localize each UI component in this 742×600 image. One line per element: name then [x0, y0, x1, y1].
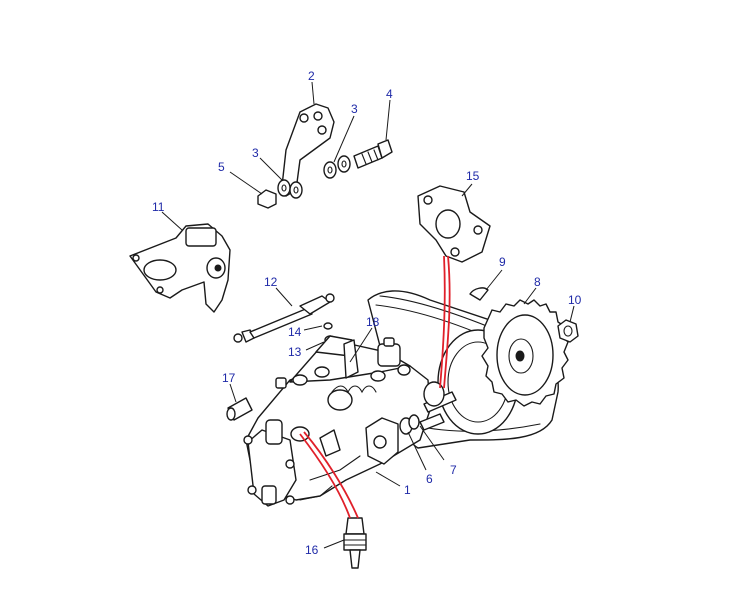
fuel-pump-sprocket — [481, 299, 569, 407]
callout-1: 1 — [404, 483, 411, 497]
callout-17: 17 — [222, 371, 236, 385]
callout-5: 5 — [218, 160, 225, 174]
callout-18: 18 — [366, 315, 380, 329]
sprocket-nut — [557, 319, 579, 343]
callout-2: 2 — [308, 69, 315, 83]
callout-15: 15 — [466, 169, 480, 183]
callout-7: 7 — [450, 463, 457, 477]
callout-labels: 1 2 3 3 4 5 6 7 8 9 10 11 12 13 14 15 16… — [152, 69, 582, 557]
callout-16: 16 — [305, 543, 319, 557]
callout-12: 12 — [264, 275, 278, 289]
callout-6: 6 — [426, 472, 433, 486]
callout-13: 13 — [288, 345, 302, 359]
bracket-bolt — [353, 139, 393, 169]
leader-lines — [161, 81, 575, 549]
mounting-bracket — [281, 103, 335, 197]
callout-10: 10 — [568, 293, 582, 307]
highlight-lines — [299, 255, 451, 519]
pump-gasket — [417, 185, 491, 263]
control-rod — [233, 293, 335, 343]
woodruff-key — [469, 287, 489, 301]
callout-3: 3 — [351, 102, 358, 116]
callout-14: 14 — [288, 325, 302, 339]
callout-3: 3 — [252, 146, 259, 160]
callout-11: 11 — [152, 200, 165, 214]
callout-4: 4 — [386, 87, 393, 101]
callout-9: 9 — [499, 255, 506, 269]
throttle-bracket — [129, 223, 231, 313]
washers-and-nuts — [257, 155, 351, 209]
pump-sensor — [343, 517, 367, 569]
fuel-injection-pump — [243, 335, 457, 507]
locating-pin — [226, 397, 253, 421]
callout-8: 8 — [534, 275, 541, 289]
